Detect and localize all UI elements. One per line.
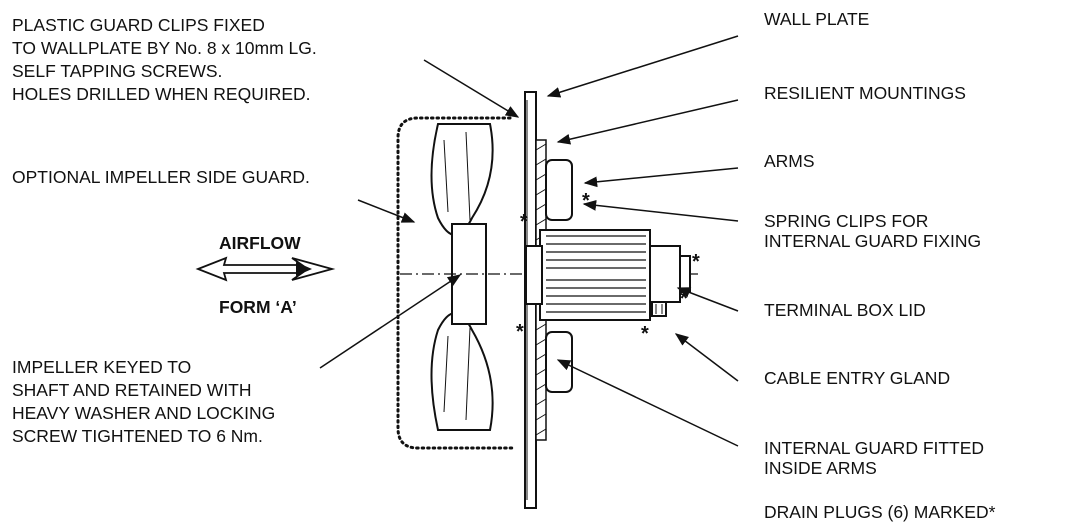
label-line: HEAVY WASHER AND LOCKING xyxy=(12,403,276,423)
label-internal-guard: INTERNAL GUARD FITTED INSIDE ARMS xyxy=(764,438,984,478)
leader-resilient-mountings xyxy=(556,99,739,145)
label-line: TO WALLPLATE BY No. 8 x 10mm LG. xyxy=(12,38,317,58)
drain-marker: * xyxy=(520,211,528,233)
label-line: SELF TAPPING SCREWS. xyxy=(12,61,223,81)
label-plastic-guard-clips: PLASTIC GUARD CLIPS FIXED TO WALLPLATE B… xyxy=(12,14,317,106)
upper-blade xyxy=(430,123,494,236)
leader-terminal-box xyxy=(676,287,739,312)
label-line: PLASTIC GUARD CLIPS FIXED xyxy=(12,15,265,35)
drain-marker: * xyxy=(692,251,700,273)
label-spring-clips: SPRING CLIPS FOR INTERNAL GUARD FIXING xyxy=(764,211,981,251)
leader-spring-clips xyxy=(582,199,739,222)
label-drain-plugs: DRAIN PLUGS (6) MARKED* xyxy=(764,502,996,522)
leader-lines xyxy=(319,35,739,447)
leader-side-guard xyxy=(357,199,416,223)
airflow-arrow xyxy=(195,256,336,282)
label-line: HOLES DRILLED WHEN REQUIRED. xyxy=(12,84,311,104)
leader-arms xyxy=(583,167,739,188)
motor xyxy=(525,229,691,321)
drain-marker: * xyxy=(516,321,524,343)
label-terminal-box-lid: TERMINAL BOX LID xyxy=(764,300,926,320)
label-cable-entry-gland: CABLE ENTRY GLAND xyxy=(764,368,951,388)
leader-wall-plate xyxy=(546,35,739,98)
label-line: SCREW TIGHTENED TO 6 Nm. xyxy=(12,426,263,446)
label-wall-plate: WALL PLATE xyxy=(764,9,870,29)
label-line: INTERNAL GUARD FIXING xyxy=(764,231,982,251)
impeller xyxy=(430,123,494,431)
label-arms: ARMS xyxy=(764,151,815,171)
label-line: INSIDE ARMS xyxy=(764,458,877,478)
lower-blade xyxy=(430,312,494,431)
label-line: SPRING CLIPS FOR xyxy=(764,211,929,231)
label-resilient-mountings: RESILIENT MOUNTINGS xyxy=(764,83,966,103)
label-optional-side-guard: OPTIONAL IMPELLER SIDE GUARD. xyxy=(12,167,310,187)
leader-internal-guard xyxy=(556,359,739,447)
label-airflow: AIRFLOW xyxy=(219,233,301,253)
label-impeller-keyed: IMPELLER KEYED TO SHAFT AND RETAINED WIT… xyxy=(12,356,275,448)
drain-marker: * xyxy=(680,288,688,310)
leader-cable-gland xyxy=(674,333,739,382)
drain-marker: * xyxy=(641,323,649,345)
label-form-a: FORM ‘A’ xyxy=(219,297,297,317)
label-line: INTERNAL GUARD FITTED xyxy=(764,438,985,458)
leader-plastic-clips xyxy=(423,59,520,118)
leader-impeller-keyed xyxy=(319,274,462,369)
drain-marker: * xyxy=(582,190,590,212)
optional-side-guard xyxy=(396,116,514,450)
label-line: SHAFT AND RETAINED WITH xyxy=(12,380,252,400)
label-line: IMPELLER KEYED TO xyxy=(12,357,192,377)
